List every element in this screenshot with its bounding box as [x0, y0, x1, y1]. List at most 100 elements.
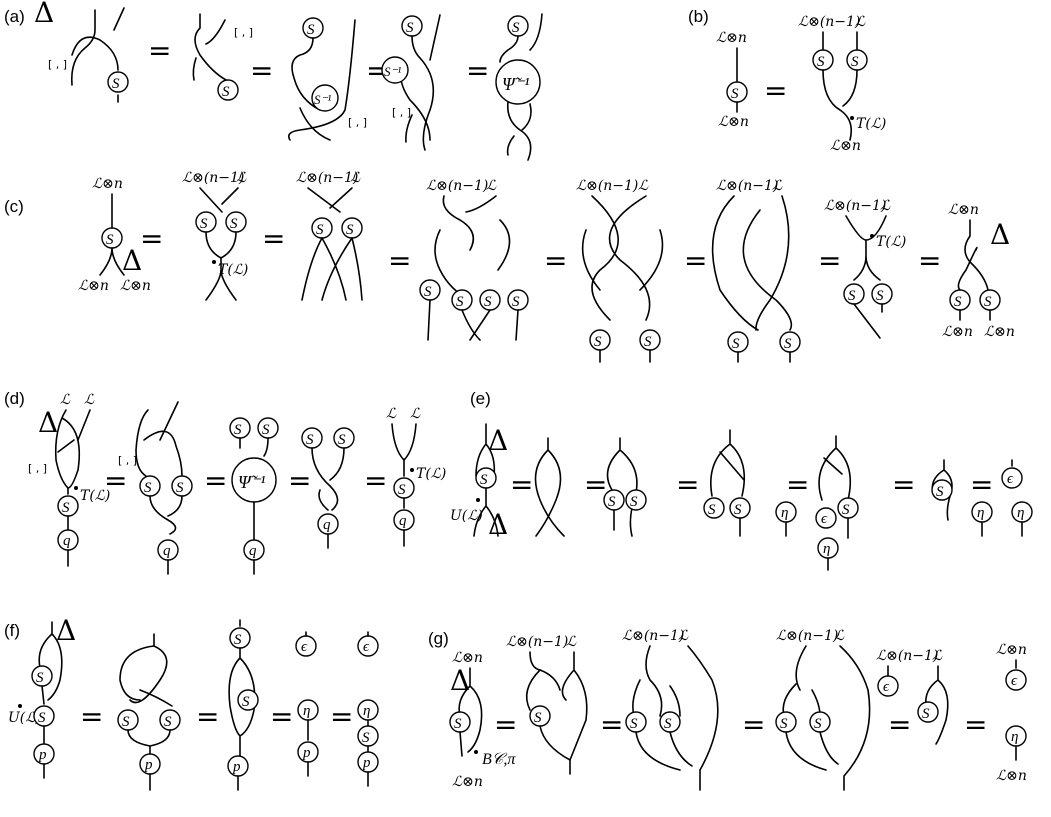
svg-text:S: S — [780, 716, 788, 732]
svg-text:ℒ: ℒ — [350, 170, 361, 186]
svg-text:S: S — [424, 284, 432, 300]
diagram-a2: S [ , ] — [193, 14, 253, 100]
svg-text:S: S — [984, 294, 992, 310]
svg-text:S: S — [106, 232, 114, 248]
svg-text:=: = — [494, 708, 517, 741]
svg-text:=: = — [684, 244, 707, 277]
svg-text:=: = — [330, 700, 353, 733]
svg-text:=: = — [742, 708, 765, 741]
svg-text:S: S — [456, 294, 464, 310]
svg-text:ℒ: ℒ — [566, 634, 577, 650]
svg-text:S: S — [851, 54, 859, 70]
svg-text:q: q — [249, 543, 257, 559]
svg-text:T(ℒ): T(ℒ) — [856, 116, 886, 132]
svg-text:ℒ⊗n: ℒ⊗n — [78, 278, 109, 294]
svg-text:=: = — [818, 244, 841, 277]
svg-text:ℒ⊗n: ℒ⊗n — [996, 642, 1027, 658]
svg-text:ℒ⊗n: ℒ⊗n — [942, 324, 973, 340]
svg-text:S: S — [512, 20, 520, 36]
svg-text:ϵ: ϵ — [363, 639, 370, 655]
svg-text:=: = — [364, 464, 387, 497]
panel-g-label: (g) — [428, 629, 449, 648]
svg-text:S: S — [814, 716, 822, 732]
diagram-a1: S — [72, 8, 128, 102]
svg-text:S: S — [630, 494, 638, 510]
svg-text:=: = — [892, 468, 915, 501]
svg-text:ℒ: ℒ — [855, 14, 866, 30]
svg-text:=: = — [918, 244, 941, 277]
svg-text:ϵ: ϵ — [883, 679, 890, 695]
svg-text:S: S — [784, 336, 792, 352]
svg-text:S: S — [307, 22, 315, 38]
panel-b: (b) ℒ⊗n S ℒ⊗n = ℒ⊗(n−1) ℒ S S T(ℒ) ℒ⊗n — [688, 7, 886, 154]
panel-g: (g) ℒ⊗n Δ S B𝒞,π ℒ⊗n = ℒ⊗(n−1) ℒ S = ℒ⊗(… — [428, 628, 1027, 790]
svg-text:S: S — [262, 422, 270, 438]
svg-text:S: S — [954, 294, 962, 310]
svg-text:ℒ⊗(n−1): ℒ⊗(n−1) — [426, 178, 488, 194]
svg-text:S: S — [222, 84, 230, 100]
panel-c: (c) ℒ⊗n S Δ ℒ⊗n ℒ⊗n = ℒ⊗(n−1) ℒ S S T(ℒ)… — [4, 170, 1015, 362]
svg-text:ℒ⊗(n−1): ℒ⊗(n−1) — [576, 178, 638, 194]
svg-text:=: = — [104, 464, 127, 497]
svg-text:η: η — [781, 505, 788, 521]
svg-text:ℒ: ℒ — [60, 392, 71, 408]
svg-text:ℒ⊗(n−1): ℒ⊗(n−1) — [506, 634, 568, 650]
panel-f: (f) Δ S U(ℒ) S p = S S p = S S p = — [4, 614, 378, 790]
svg-text:ℒ⊗n: ℒ⊗n — [948, 202, 979, 218]
svg-text:B𝒞,π: B𝒞,π — [482, 751, 516, 768]
svg-text:=: = — [196, 700, 219, 733]
svg-text:=: = — [584, 468, 607, 501]
svg-text:ℒ⊗(n−1): ℒ⊗(n−1) — [622, 628, 684, 644]
svg-text:[ , ]: [ , ] — [348, 116, 367, 129]
panel-d: (d) ℒ ℒ Δ [ , ] T(ℒ) S q = [ , ] S S q =… — [4, 389, 446, 574]
svg-text:=: = — [204, 464, 227, 497]
svg-text:Δ: Δ — [56, 614, 76, 647]
svg-text:Δ: Δ — [450, 664, 470, 697]
svg-text:ℒ: ℒ — [386, 406, 397, 422]
svg-text:ϵ: ϵ — [1007, 471, 1014, 487]
svg-text:ℒ: ℒ — [834, 628, 845, 644]
equals-sign: = — [148, 34, 171, 67]
svg-text:S: S — [734, 502, 742, 518]
bracket-symbol: [ , ] — [48, 58, 67, 71]
svg-text:p: p — [144, 757, 153, 773]
svg-text:ℒ: ℒ — [410, 406, 421, 422]
svg-text:S: S — [338, 432, 346, 448]
svg-text:S: S — [346, 222, 354, 238]
svg-text:ℒ⊗(n−1): ℒ⊗(n−1) — [876, 648, 938, 664]
diagram-a4: S S⁻¹ [ , ] — [382, 15, 440, 150]
svg-text:=: = — [888, 708, 911, 741]
panel-c-label: (c) — [4, 197, 24, 216]
diagram-a5: S Ψ̃⁻¹ — [496, 14, 542, 160]
panel-e: (e) Δ S Δ U(ℒ) = = S S = S S = ϵ S η — [450, 389, 1032, 570]
svg-text:=: = — [510, 468, 533, 501]
svg-text:ℒ⊗n: ℒ⊗n — [718, 114, 749, 130]
svg-text:[ , ]: [ , ] — [28, 462, 47, 475]
svg-text:ℒ⊗n: ℒ⊗n — [120, 278, 151, 294]
svg-text:p: p — [232, 759, 241, 775]
svg-text:S: S — [38, 710, 46, 726]
svg-text:q: q — [399, 513, 407, 529]
antipode-label: S — [112, 76, 120, 92]
svg-text:S: S — [234, 632, 242, 648]
panel-a-label: (a) — [4, 7, 25, 26]
svg-text:ℒ⊗n: ℒ⊗n — [984, 324, 1015, 340]
svg-text:=: = — [786, 468, 809, 501]
svg-text:Δ: Δ — [38, 406, 58, 439]
svg-text:ϵ: ϵ — [1011, 673, 1018, 689]
svg-text:S: S — [362, 730, 370, 746]
svg-text:=: = — [140, 222, 163, 255]
svg-text:S: S — [144, 480, 152, 496]
svg-text:S: S — [534, 710, 542, 726]
svg-text:=: = — [262, 222, 285, 255]
panel-a: (a) Δ [ , ] S = S [ , ] = S S⁻¹ — [4, 0, 542, 160]
svg-text:S: S — [594, 334, 602, 350]
svg-text:S: S — [876, 288, 884, 304]
svg-text:S: S — [398, 482, 406, 498]
svg-text:S: S — [316, 222, 324, 238]
svg-text:S: S — [732, 336, 740, 352]
svg-text:=: = — [270, 700, 293, 733]
svg-text:S: S — [842, 502, 850, 518]
svg-text:=: = — [970, 468, 993, 501]
svg-text:Δ: Δ — [488, 508, 508, 541]
